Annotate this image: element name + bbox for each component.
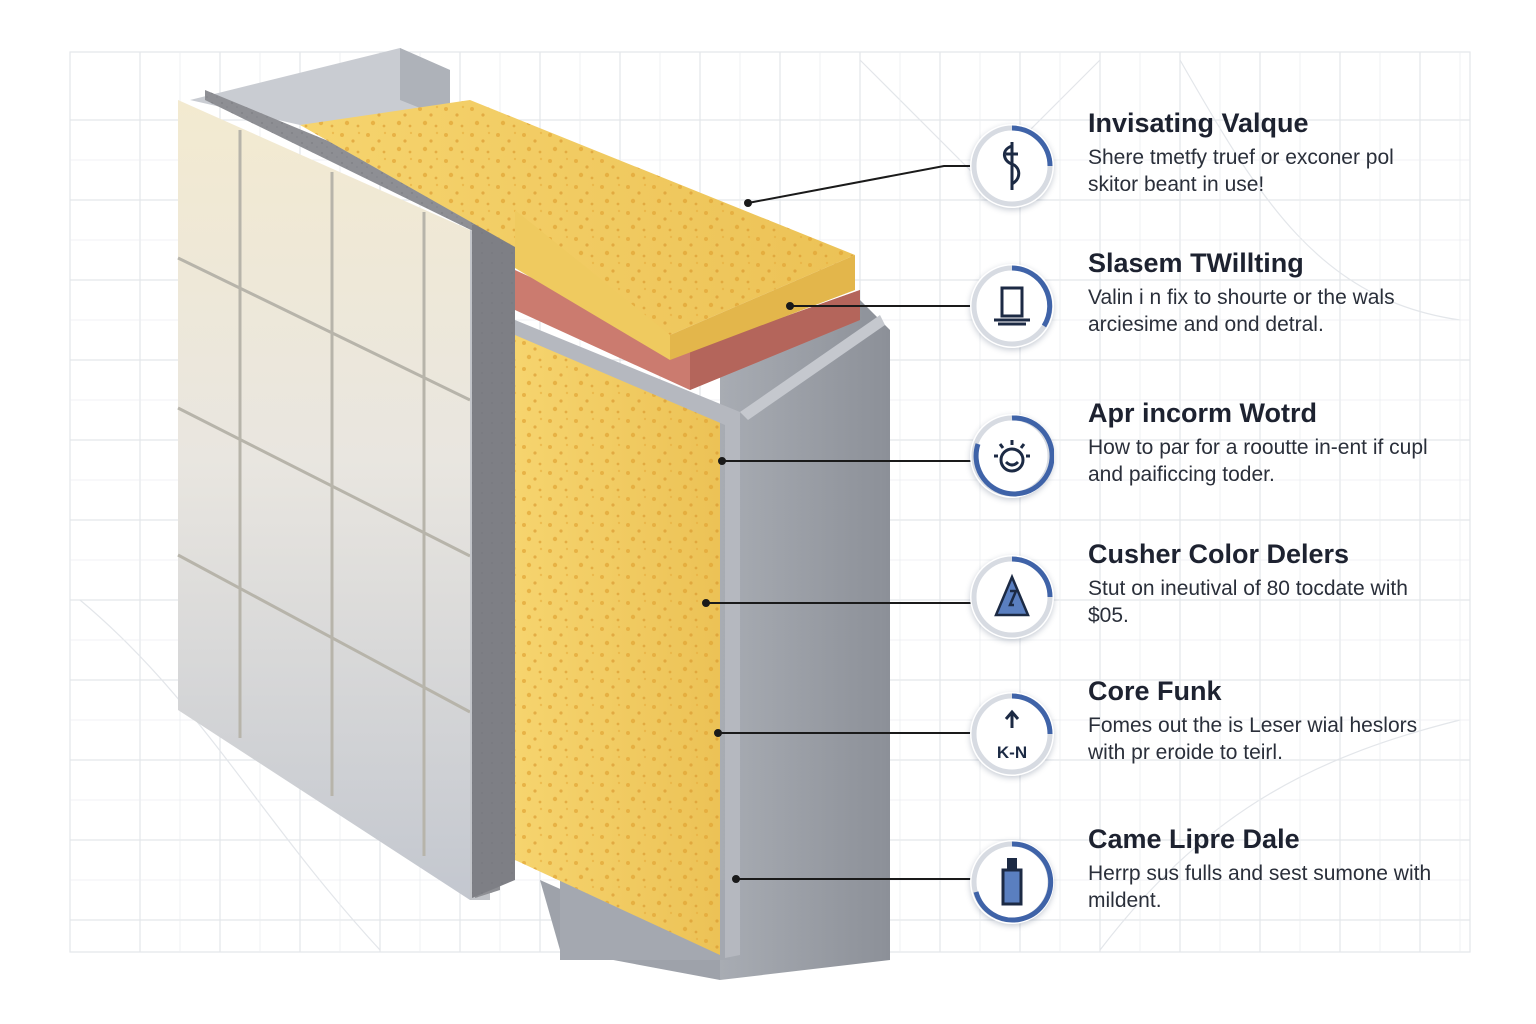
callout-description: Shere tmetfy truef or exconer pol skitor… [1088,146,1394,196]
callout-4: Cusher Color Delers Stut on ineutival of… [968,539,1488,655]
dollar-link-icon [970,124,1054,208]
callout-title: Invisating Valque [1088,108,1309,138]
callout-1: Invisating Valque Shere tmetfy truef or … [968,108,1488,224]
callout-description: Fomes out the is Leser wial heslors with… [1088,714,1418,764]
callout-description: How to par for a rooutte in-ent if cupl … [1088,436,1428,486]
callout-6: Came Lipre Dale Herrp sus fulls and sest… [968,824,1488,940]
sun-smile-icon [970,414,1054,498]
up-arrow-kn-icon: K-N [970,692,1054,776]
triangle-warning-icon [970,555,1054,639]
callout-title: Came Lipre Dale [1088,824,1300,854]
callout-description: Valin i n fix to shourte or the wals arc… [1088,286,1395,336]
callout-3: Apr incorm Wotrd How to par for a rooutt… [968,398,1488,514]
callout-2: Slasem TWillting Valin i n fix to shourt… [968,248,1488,364]
monitor-stand-icon [970,264,1054,348]
callout-title: Core Funk [1088,676,1222,706]
icon-label: K-N [997,743,1027,762]
leader-line-1 [747,165,972,204]
callout-description: Herrp sus fulls and sest sumone with mil… [1088,862,1432,912]
callout-title: Cusher Color Delers [1088,539,1350,569]
callout-title: Apr incorm Wotrd [1088,398,1317,428]
callout-title: Slasem TWillting [1088,248,1304,278]
callout-5: K-N Core Funk Fomes out the is Leser wia… [968,676,1488,792]
callout-description: Stut on ineutival of 80 tocdate with $05… [1088,577,1408,627]
bottle-icon [970,840,1054,924]
